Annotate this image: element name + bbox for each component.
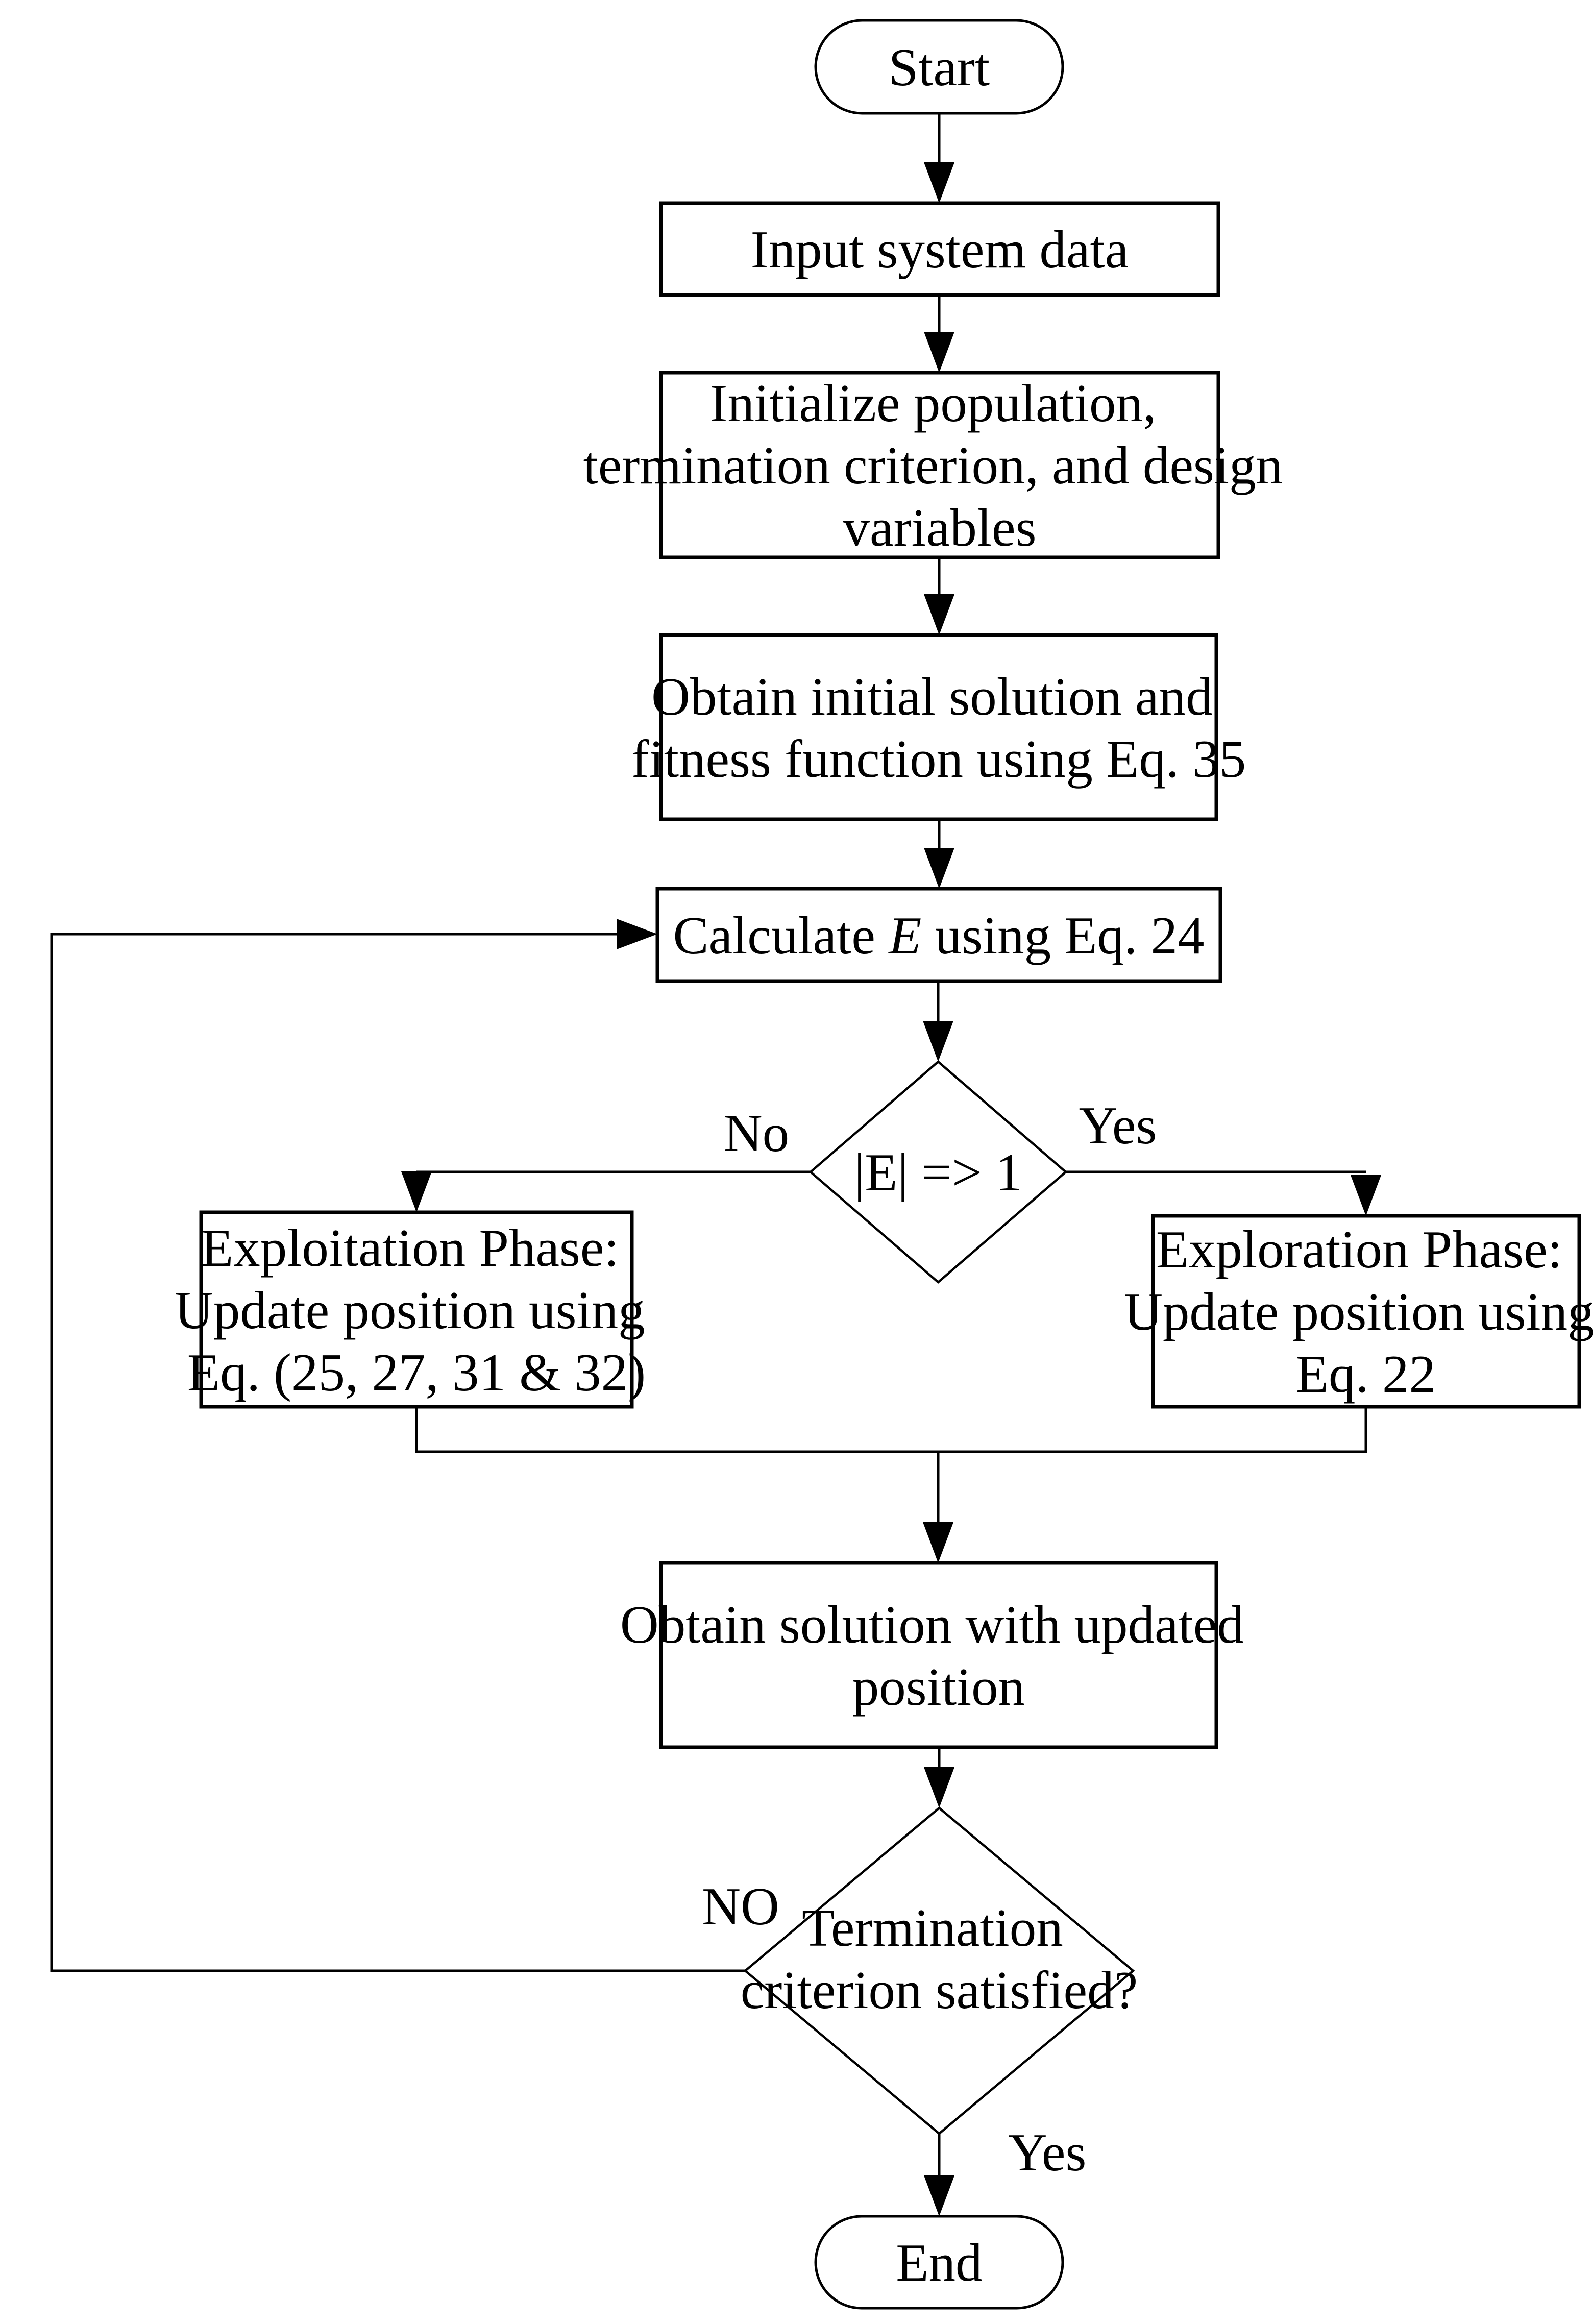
edge-initialize-to-initial-solution [924, 557, 954, 635]
updated-solution-line-1: Obtain solution with updated [620, 1595, 1244, 1654]
arrowhead-down-icon [924, 1767, 954, 1808]
exploitation-line-3: Eq. (25, 27, 31 & 32) [187, 1342, 646, 1402]
calculate-e-text-pre: Calculate [673, 906, 889, 965]
decision-termination-line-2: criterion satisfied? [741, 1960, 1138, 2020]
node-end: End [814, 2215, 1064, 2310]
termination-no-label: NO [702, 1876, 779, 1936]
updated-solution-line-2: position [852, 1657, 1025, 1717]
edge-exploration-to-merge [938, 1407, 1367, 1453]
end-terminator-shape [814, 2215, 1064, 2310]
calculate-e-variable: E [888, 906, 921, 965]
end-label: End [896, 2233, 982, 2292]
initial-solution-label: Obtain initial solution and fitness func… [631, 667, 1246, 789]
node-exploration-phase: Exploration Phase: Update position using… [1124, 1214, 1593, 1409]
edge-start-to-input [924, 113, 954, 203]
edge-termination-yes-to-end [924, 2134, 954, 2216]
exploration-label: Exploration Phase: Update position using… [1124, 1219, 1593, 1404]
initial-solution-line-2: fitness function using Eq. 35 [631, 729, 1246, 789]
edge-labels: No Yes NO Yes [702, 1095, 1157, 2182]
node-start: Start [814, 19, 1064, 115]
edge-decision-e-no-to-exploitation [401, 1170, 811, 1212]
exploitation-shape [199, 1210, 634, 1409]
decision-e-no-label: No [724, 1103, 789, 1163]
arrowhead-down-icon [1351, 1175, 1381, 1216]
node-calculate-e: Calculate E using Eq. 24 [655, 887, 1222, 983]
node-updated-solution: Obtain solution with updated position [620, 1561, 1257, 1749]
arrowhead-down-icon [401, 1171, 432, 1212]
arrowhead-down-icon [923, 1522, 953, 1563]
edge-updated-solution-to-decision-termination [924, 1747, 954, 1808]
exploitation-label: Exploitation Phase: Update position usin… [175, 1218, 658, 1402]
decision-e-label: |E| => 1 [854, 1142, 1022, 1202]
calculate-e-text-post: using Eq. 24 [935, 906, 1205, 965]
node-initialize-population: Initialize population, termination crite… [583, 371, 1296, 559]
calculate-e-shape [655, 887, 1222, 983]
node-decision-e: |E| => 1 [808, 1060, 1068, 1284]
termination-yes-label: Yes [1009, 2122, 1087, 2182]
exploration-line-1: Exploration Phase: [1156, 1219, 1562, 1279]
edges [50, 113, 1381, 2216]
edge-merge-to-updated-solution [923, 1452, 953, 1563]
edge-decision-e-yes-to-exploration [1066, 1170, 1381, 1216]
decision-e-yes-label: Yes [1079, 1095, 1157, 1155]
node-decision-termination: Termination criterion satisfied? [741, 1806, 1138, 2135]
edge-termination-no-loop-to-calculate [50, 919, 745, 1972]
node-input-system-data: Input system data [659, 201, 1220, 297]
calculate-e-label: Calculate E using Eq. 24 [673, 906, 1204, 965]
edge-initial-solution-to-calculate [924, 819, 954, 889]
updated-solution-shape [659, 1561, 1218, 1749]
node-initial-solution: Obtain initial solution and fitness func… [631, 633, 1246, 821]
initial-solution-shape [659, 633, 1218, 821]
initialize-line-3: variables [843, 498, 1037, 557]
updated-solution-label: Obtain solution with updated position [620, 1595, 1257, 1717]
decision-termination-line-1: Termination [802, 1898, 1063, 1958]
start-terminator-shape [814, 19, 1064, 115]
arrowhead-down-icon [924, 2175, 954, 2216]
arrowhead-down-icon [924, 332, 954, 373]
start-label: Start [889, 37, 990, 97]
arrowhead-right-icon [617, 919, 657, 949]
initialize-line-2: termination criterion, and design [583, 435, 1283, 495]
exploitation-line-1: Exploitation Phase: [201, 1218, 619, 1278]
decision-termination-diamond-shape [743, 1806, 1135, 2135]
initialize-line-1: Initialize population, [709, 373, 1156, 433]
decision-e-diamond-shape [808, 1060, 1068, 1284]
initialize-shape [659, 371, 1220, 559]
exploration-line-3: Eq. 22 [1296, 1344, 1436, 1404]
arrowhead-down-icon [923, 1021, 953, 1062]
exploration-shape [1151, 1214, 1581, 1409]
exploitation-line-2: Update position using [175, 1280, 645, 1340]
decision-termination-label: Termination criterion satisfied? [741, 1898, 1138, 2020]
exploration-line-2: Update position using [1124, 1282, 1593, 1341]
arrowhead-down-icon [924, 848, 954, 889]
edge-exploitation-to-merge [415, 1407, 938, 1453]
arrowhead-down-icon [924, 162, 954, 203]
input-data-label: Input system data [751, 219, 1129, 279]
initialize-label: Initialize population, termination crite… [583, 373, 1296, 557]
node-exploitation-phase: Exploitation Phase: Update position usin… [175, 1210, 658, 1409]
edge-calculate-to-decision-e [923, 981, 953, 1062]
arrowhead-down-icon [924, 594, 954, 635]
initial-solution-line-1: Obtain initial solution and [651, 667, 1212, 726]
edge-input-to-initialize [924, 295, 954, 373]
input-data-shape [659, 201, 1220, 297]
